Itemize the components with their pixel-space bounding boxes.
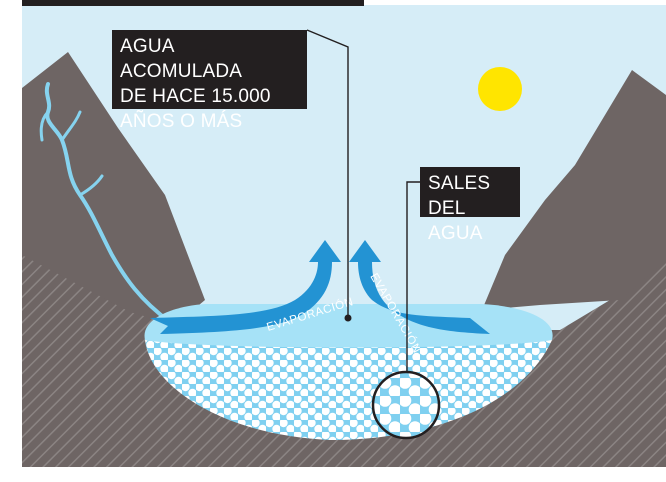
- sun-icon: [478, 67, 522, 111]
- evaporation-arrow-left: [150, 240, 341, 334]
- salts-label-leader: [406, 181, 420, 372]
- title-bar-strip: [22, 0, 364, 6]
- salts-label-line-1: SALES DEL: [428, 173, 491, 219]
- lake-salt-water: [145, 340, 552, 440]
- water-label-dot: [344, 314, 352, 322]
- left-mountain: [22, 52, 205, 325]
- water-label-leader: [306, 29, 349, 318]
- right-mountain: [482, 70, 666, 310]
- water-label-line-1: AGUA ACOMULADA: [120, 36, 243, 82]
- water-age-label: AGUA ACOMULADA DE HACE 15.000 AÑOS O MÁS: [112, 30, 307, 132]
- water-label-line-3: AÑOS O MÁS: [120, 111, 243, 132]
- salts-label-line-2: AGUA: [428, 223, 483, 244]
- water-salts-label: SALES DEL AGUA: [420, 167, 520, 244]
- salts-zoom-circle: [371, 370, 441, 440]
- water-label-line-2: DE HACE 15.000: [120, 86, 271, 107]
- river-branch: [39, 110, 104, 197]
- evaporation-arrow-right: [349, 240, 490, 334]
